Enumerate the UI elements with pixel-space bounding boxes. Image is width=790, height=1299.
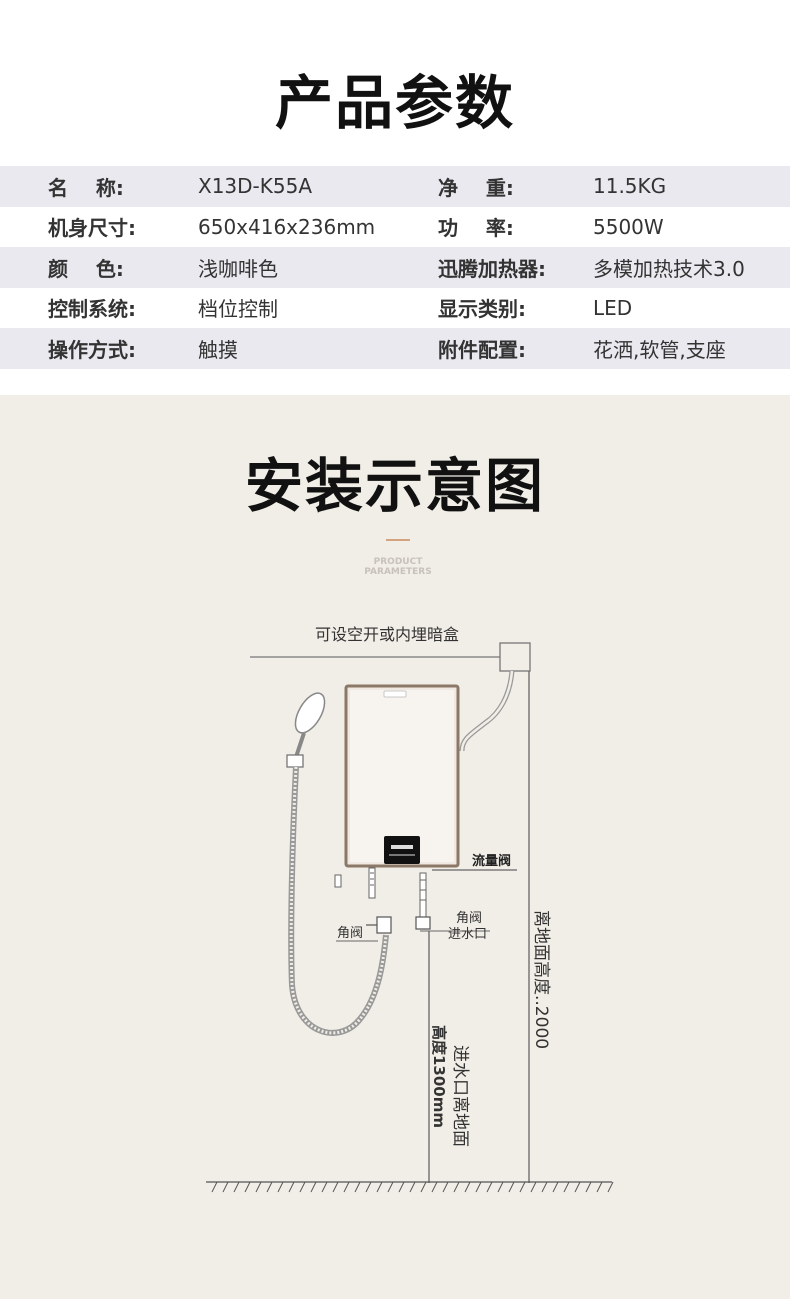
hatch-mark bbox=[288, 1181, 295, 1193]
params-title: 产品参数 bbox=[274, 69, 515, 137]
hatch-mark bbox=[420, 1181, 427, 1193]
display-panel-icon bbox=[384, 836, 420, 864]
outlet-pipe bbox=[368, 867, 376, 899]
subtitle-line-1: PRODUCT bbox=[373, 557, 423, 567]
hatch-mark bbox=[321, 1181, 328, 1193]
spec-value: LED bbox=[593, 295, 633, 320]
hatch-mark bbox=[376, 1181, 383, 1193]
hatch-mark bbox=[365, 1181, 372, 1193]
hatch-mark bbox=[431, 1181, 438, 1193]
spec-label: 功 率: bbox=[438, 216, 514, 241]
spec-label: 显示类别: bbox=[438, 297, 526, 322]
spec-label: 颜 色: bbox=[48, 256, 124, 281]
spec-label: 机身尺寸: bbox=[48, 216, 136, 241]
angle-valve-right-label: 角阀 bbox=[456, 911, 482, 926]
spec-row: 控制系统: 档位控制 显示类别: LED bbox=[0, 288, 790, 329]
hatch-mark bbox=[387, 1181, 394, 1193]
small-fitting-icon bbox=[334, 874, 342, 888]
subtitle-line-2: PARAMETERS bbox=[364, 567, 432, 577]
hatch-mark bbox=[585, 1181, 592, 1193]
spec-value: 触摸 bbox=[198, 337, 238, 362]
hatch-mark bbox=[277, 1181, 284, 1193]
hatch-mark bbox=[233, 1181, 240, 1193]
spec-value: 档位控制 bbox=[198, 297, 278, 322]
spec-value: 花洒,软管,支座 bbox=[593, 337, 726, 362]
hatch-mark bbox=[442, 1181, 449, 1193]
spec-value: 11.5KG bbox=[593, 174, 667, 199]
hatch-mark bbox=[409, 1181, 416, 1193]
shower-head-icon bbox=[294, 692, 326, 734]
spec-value: 650x416x236mm bbox=[198, 214, 376, 239]
title-divider bbox=[386, 539, 410, 541]
spec-value: 多模加热技术3.0 bbox=[593, 256, 745, 281]
hatch-mark bbox=[398, 1181, 405, 1193]
spec-label: 附件配置: bbox=[438, 337, 526, 362]
spec-row: 颜 色: 浅咖啡色 迅腾加热器: 多模加热技术3.0 bbox=[0, 247, 790, 288]
flow-valve-label: 流量阀 bbox=[472, 853, 511, 869]
hatch-mark bbox=[552, 1181, 559, 1193]
hatch-mark bbox=[222, 1181, 229, 1193]
water-inlet-label: 进水口 bbox=[448, 927, 487, 942]
angle-valve-left-icon bbox=[376, 916, 392, 934]
shower-hose bbox=[288, 766, 389, 1036]
hatch-mark bbox=[574, 1181, 581, 1193]
spec-label: 净 重: bbox=[438, 175, 514, 200]
hatch-mark bbox=[486, 1181, 493, 1193]
inlet-height-label-b: 高度1300mm bbox=[430, 1025, 448, 1128]
ground-hatch bbox=[211, 1181, 614, 1193]
hatch-mark bbox=[266, 1181, 273, 1193]
spec-label: 名 称: bbox=[48, 175, 124, 200]
hatch-mark bbox=[343, 1181, 350, 1193]
hatch-mark bbox=[453, 1181, 460, 1193]
hatch-mark bbox=[563, 1181, 570, 1193]
spec-label: 操作方式: bbox=[48, 337, 136, 362]
hatch-mark bbox=[596, 1181, 603, 1193]
spec-value: X13D-K55A bbox=[198, 174, 313, 199]
shower-handle bbox=[294, 732, 306, 758]
box-label: 可设空开或内埋暗盒 bbox=[315, 625, 459, 644]
hatch-mark bbox=[211, 1181, 218, 1193]
hatch-mark bbox=[541, 1181, 548, 1193]
install-diagram: 可设空开或内埋暗盒 流量阀 角阀 角阀 进水口 bbox=[206, 625, 614, 1193]
spec-row: 操作方式: 触摸 附件配置: 花洒,软管,支座 bbox=[0, 328, 790, 369]
spec-value: 5500W bbox=[593, 214, 664, 239]
hatch-mark bbox=[530, 1181, 537, 1193]
hatch-mark bbox=[519, 1181, 526, 1193]
hatch-mark bbox=[497, 1181, 504, 1193]
product-params-section: 产品参数 名 称: X13D-K55A 净 重: 11.5KG 机身尺寸: 65… bbox=[0, 0, 790, 395]
hatch-mark bbox=[244, 1181, 251, 1193]
junction-box-icon bbox=[499, 642, 531, 672]
hatch-mark bbox=[299, 1181, 306, 1193]
spec-row: 名 称: X13D-K55A 净 重: 11.5KG bbox=[0, 166, 790, 207]
height-2000-label: 离地面高度..2000 bbox=[531, 910, 551, 1049]
power-cable bbox=[459, 670, 515, 752]
subtitle-en: PRODUCT PARAMETERS bbox=[0, 557, 790, 577]
hatch-mark bbox=[508, 1181, 515, 1193]
install-title: 安装示意图 bbox=[244, 452, 545, 520]
spec-label: 迅腾加热器: bbox=[438, 256, 546, 281]
shower-holder-icon bbox=[286, 754, 304, 768]
angle-valve-right-icon bbox=[415, 916, 431, 930]
hatch-mark bbox=[464, 1181, 471, 1193]
angle-valve-left-label: 角阀 bbox=[337, 926, 363, 941]
hatch-mark bbox=[255, 1181, 262, 1193]
spec-value: 浅咖啡色 bbox=[198, 256, 278, 281]
hatch-mark bbox=[354, 1181, 361, 1193]
inlet-height-label-a: 进水口离地面 bbox=[450, 1045, 470, 1147]
hatch-mark bbox=[475, 1181, 482, 1193]
spec-table: 名 称: X13D-K55A 净 重: 11.5KG 机身尺寸: 650x416… bbox=[0, 166, 790, 369]
brand-logo-icon bbox=[383, 690, 407, 698]
hatch-mark bbox=[607, 1181, 614, 1193]
hatch-mark bbox=[332, 1181, 339, 1193]
hatch-mark bbox=[310, 1181, 317, 1193]
install-section: 安装示意图 PRODUCT PARAMETERS 可设空开或内埋暗盒 流量阀 bbox=[0, 395, 790, 1299]
spec-row: 机身尺寸: 650x416x236mm 功 率: 5500W bbox=[0, 207, 790, 248]
spec-label: 控制系统: bbox=[48, 297, 136, 322]
